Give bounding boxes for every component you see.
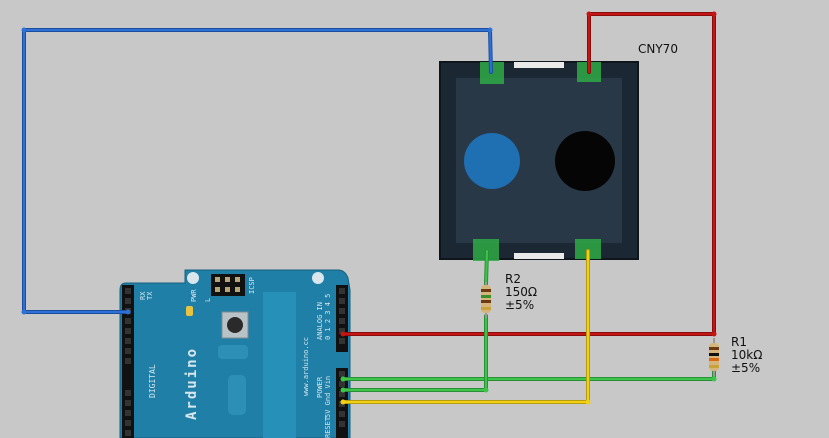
icsp-pins: [215, 277, 240, 292]
power-pins-label: 5V Gnd Vin: [324, 376, 332, 418]
pwr-label: PWR: [190, 289, 198, 302]
r2-value: 150Ω: [505, 285, 538, 299]
wire-joints: [21, 11, 717, 405]
resistor-r1[interactable]: [709, 338, 719, 376]
emitter-led: [464, 133, 520, 189]
sensor-notch: [514, 253, 564, 259]
digital-label: DIGITAL: [148, 364, 157, 398]
reset-button-cap[interactable]: [227, 317, 243, 333]
phototransistor: [555, 131, 615, 191]
mounting-hole: [312, 272, 324, 284]
sensor-notch: [514, 62, 564, 68]
reset-label: RESET: [324, 416, 332, 438]
board-component: [263, 292, 296, 438]
r1-value: 10kΩ: [731, 348, 763, 362]
arduino-board[interactable]: Arduino DIGITAL ICSP PWR www.arduino.cc …: [119, 269, 351, 438]
pwr-led: [186, 306, 193, 316]
r1-tolerance: ±5%: [731, 361, 761, 375]
analog-pins-label: 0 1 2 3 4 5: [324, 294, 332, 340]
icsp-label: ICSP: [248, 277, 256, 294]
r1-name: R1: [731, 335, 747, 349]
arduino-brand-label: Arduino: [184, 347, 200, 420]
r2-label-group: R2 150Ω ±5%: [505, 273, 537, 312]
cny70-sensor[interactable]: [439, 61, 639, 261]
green-wire-cathode-highlight: [485, 250, 488, 285]
mounting-hole: [187, 272, 199, 284]
resistor-r2[interactable]: [481, 282, 491, 318]
power-label: POWER: [316, 376, 324, 398]
l-label: L: [204, 298, 212, 302]
r2-tolerance: ±5%: [505, 298, 535, 312]
board-component: [228, 375, 246, 415]
r2-name: R2: [505, 272, 521, 286]
rx-label: RX: [139, 291, 147, 300]
r1-label-group: R1 10kΩ ±5%: [731, 336, 762, 375]
cny70-label: CNY70: [638, 42, 678, 56]
analog-in-label: ANALOG IN: [316, 302, 324, 340]
analog-pins: [339, 288, 345, 427]
green-wire-r1[interactable]: [341, 370, 716, 381]
board-component: [218, 345, 248, 359]
tx-label: TX: [146, 291, 154, 300]
url-label: www.arduino.cc: [302, 337, 310, 396]
